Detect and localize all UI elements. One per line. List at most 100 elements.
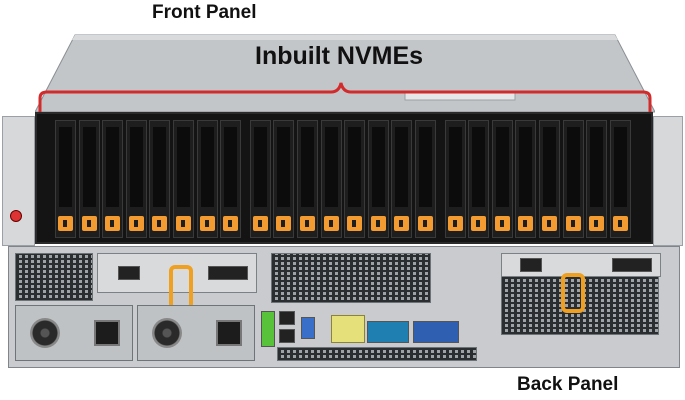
drive-latch-icon[interactable]: [471, 216, 487, 231]
drive-latch-icon[interactable]: [370, 216, 386, 231]
drive-latch-icon[interactable]: [418, 216, 433, 231]
inbuilt-nvmes-label: Inbuilt NVMEs: [255, 42, 424, 70]
drive-latch-icon[interactable]: [105, 216, 121, 231]
card-handle-right[interactable]: [561, 273, 585, 313]
nvme-drive-bay[interactable]: [149, 120, 171, 238]
drive-slot: [543, 127, 556, 207]
drive-slot: [224, 127, 238, 207]
drive-slot: [495, 127, 509, 207]
power-socket-icon: [216, 320, 242, 346]
drive-slot: [519, 127, 533, 207]
nvme-drive-bay[interactable]: [539, 120, 560, 238]
drive-latch-icon[interactable]: [152, 216, 168, 231]
back-panel: [8, 246, 680, 368]
vga-port: [413, 321, 459, 343]
drive-latch-icon[interactable]: [347, 216, 363, 231]
drive-slot: [277, 127, 291, 207]
nvme-drive-bay[interactable]: [586, 120, 608, 238]
nvme-bracket: [38, 82, 652, 115]
drive-slot: [59, 127, 72, 207]
fan-icon: [152, 318, 182, 348]
drive-latch-icon[interactable]: [276, 216, 292, 231]
nvme-drive-bay[interactable]: [249, 120, 271, 238]
drive-latch-icon[interactable]: [589, 216, 605, 231]
network-port: [208, 266, 248, 280]
nvme-drive-bay[interactable]: [55, 120, 76, 238]
drive-latch-icon[interactable]: [394, 216, 410, 231]
right-rack-ear: [653, 116, 683, 246]
nvme-drive-bay[interactable]: [609, 120, 631, 238]
vent-grille: [501, 275, 659, 335]
nvme-drive-bay[interactable]: [468, 120, 490, 238]
drive-slot: [129, 127, 143, 207]
card-handle-left[interactable]: [169, 265, 193, 310]
front-panel: [35, 112, 653, 244]
drive-slot: [472, 127, 486, 207]
nvme-drive-bay[interactable]: [273, 120, 295, 238]
drive-latch-icon[interactable]: [323, 216, 339, 231]
power-socket-icon: [94, 320, 120, 346]
drive-slot: [371, 127, 385, 207]
nvme-drive-bay[interactable]: [173, 120, 194, 238]
drive-slot: [106, 127, 120, 207]
front-panel-label: Front Panel: [152, 2, 257, 23]
drive-latch-icon[interactable]: [565, 216, 581, 231]
nvme-drive-bay[interactable]: [515, 120, 537, 238]
nvme-drive-bay[interactable]: [102, 120, 124, 238]
drive-slot: [301, 127, 314, 207]
drive-slot: [590, 127, 604, 207]
drive-slot: [324, 127, 338, 207]
power-supply-1: [15, 305, 133, 361]
nvme-drive-bay[interactable]: [391, 120, 413, 238]
nvme-drive-bay[interactable]: [320, 120, 342, 238]
fan-icon: [30, 318, 60, 348]
drive-latch-icon[interactable]: [81, 216, 97, 231]
vent-grille: [271, 253, 431, 303]
ipmi-lan-port: [331, 315, 365, 343]
drive-latch-icon[interactable]: [199, 216, 215, 231]
drive-slot: [348, 127, 362, 207]
rj45-port: [520, 258, 542, 272]
drive-latch-icon[interactable]: [252, 216, 268, 231]
drive-latch-icon[interactable]: [518, 216, 534, 231]
drive-slot: [395, 127, 409, 207]
drive-slot: [566, 127, 580, 207]
drive-latch-icon[interactable]: [300, 216, 315, 231]
left-rack-ear: [2, 116, 35, 246]
drive-slot: [82, 127, 96, 207]
drive-slot: [419, 127, 432, 207]
drive-slot: [253, 127, 267, 207]
nvme-drive-bay[interactable]: [297, 120, 318, 238]
drive-latch-icon[interactable]: [447, 216, 463, 231]
nvme-drive-bay[interactable]: [367, 120, 389, 238]
drive-latch-icon[interactable]: [128, 216, 144, 231]
uid-button[interactable]: [261, 311, 275, 347]
nvme-drive-bay[interactable]: [125, 120, 147, 238]
drive-slot: [177, 127, 190, 207]
power-supply-2: [137, 305, 255, 361]
nvme-drive-bay[interactable]: [220, 120, 242, 238]
network-port: [612, 258, 652, 272]
drive-slot: [153, 127, 167, 207]
drive-latch-icon[interactable]: [542, 216, 557, 231]
nvme-drive-bay[interactable]: [196, 120, 218, 238]
drive-latch-icon[interactable]: [612, 216, 628, 231]
nvme-drive-bay[interactable]: [344, 120, 366, 238]
drive-latch-icon[interactable]: [223, 216, 239, 231]
drive-latch-icon[interactable]: [176, 216, 191, 231]
nvme-drive-bay[interactable]: [78, 120, 100, 238]
vent-grille: [15, 253, 93, 301]
back-panel-label: Back Panel: [517, 374, 619, 395]
drive-latch-icon[interactable]: [58, 216, 73, 231]
nvme-drive-bay[interactable]: [562, 120, 584, 238]
drive-slot: [448, 127, 462, 207]
nvme-drive-bay[interactable]: [444, 120, 466, 238]
nvme-drive-bay[interactable]: [491, 120, 513, 238]
nvme-drive-bay[interactable]: [415, 120, 436, 238]
expansion-card-left: [97, 253, 257, 293]
drive-slot: [613, 127, 627, 207]
power-button[interactable]: [10, 210, 22, 222]
rj45-port: [118, 266, 140, 280]
drive-slot: [200, 127, 214, 207]
drive-latch-icon[interactable]: [494, 216, 510, 231]
